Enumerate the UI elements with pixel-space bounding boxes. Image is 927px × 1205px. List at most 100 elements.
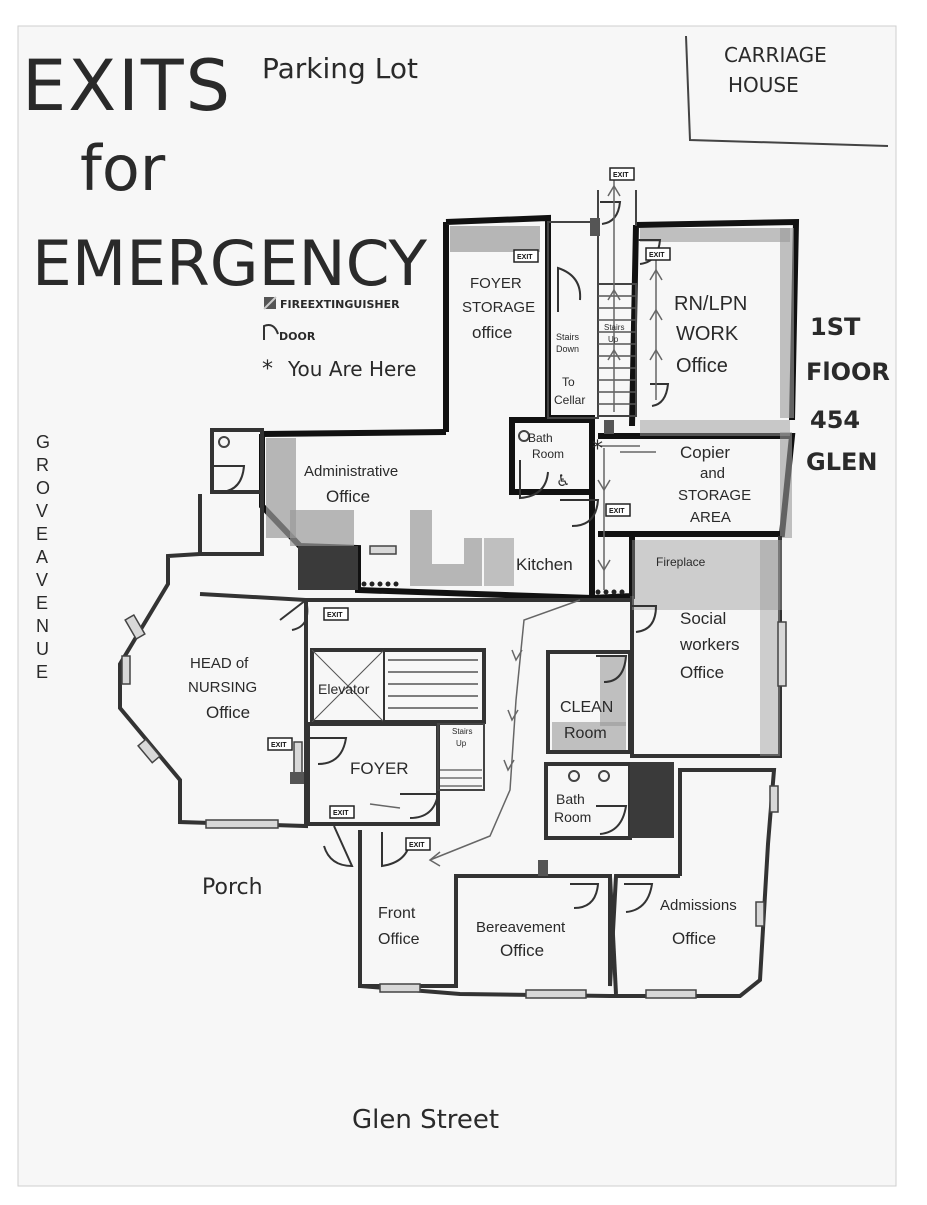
svg-text:A: A <box>36 547 48 567</box>
social-workers-label-1: Social <box>680 609 726 628</box>
svg-text:EXIT: EXIT <box>409 842 425 849</box>
svg-text:EXIT: EXIT <box>333 810 349 817</box>
clean-room-label-1: CLEAN <box>560 699 613 716</box>
svg-text:E: E <box>36 524 48 544</box>
svg-text:O: O <box>36 478 50 498</box>
svg-text:U: U <box>36 639 49 659</box>
title-line-1: EXITS <box>22 45 232 127</box>
svg-text:E: E <box>36 662 48 682</box>
bath-lower-label-1: Bath <box>556 791 585 807</box>
copier-label-3: STORAGE <box>678 487 751 504</box>
svg-text:EXIT: EXIT <box>609 508 625 515</box>
to-cellar-label-1: To <box>562 375 575 389</box>
svg-text:E: E <box>36 593 48 613</box>
room-labels: FOYER STORAGE office Stairs Down To Cell… <box>188 275 751 960</box>
you-are-here-marker: * <box>592 437 603 462</box>
fire-extinguishers <box>290 218 614 876</box>
stairs-up-lower-label-1: Stairs <box>452 727 472 736</box>
stairs-top <box>547 221 637 419</box>
parking-lot-label: Parking Lot <box>262 52 418 85</box>
svg-text:R: R <box>36 455 49 475</box>
floor-label-4: GLEN <box>806 448 877 476</box>
stairs-up-lower-label-2: Up <box>456 739 467 748</box>
head-nursing-label-1: HEAD of <box>190 655 249 672</box>
exit-sign: EXIT <box>513 249 539 263</box>
exit-sign: EXIT <box>405 837 431 851</box>
floor-label: 1ST FlOOR 454 GLEN <box>806 313 890 476</box>
plan-title: EXITS for EMERGENCY <box>22 45 427 300</box>
to-cellar-label-2: Cellar <box>554 393 585 407</box>
svg-text:G: G <box>36 432 50 452</box>
legend-here-label: You Are Here <box>287 357 416 381</box>
administrative-label-1: Administrative <box>304 463 398 480</box>
bath-top-label-1: Bath <box>528 431 553 445</box>
carriage-house-outline <box>685 35 889 147</box>
front-office-label-1: Front <box>378 905 416 922</box>
small-bath-left <box>210 428 264 494</box>
exit-sign: EXIT <box>329 805 355 819</box>
carriage-house-label-2: HOUSE <box>728 73 799 97</box>
title-line-2: for <box>80 132 166 205</box>
glen-street-label: Glen Street <box>352 1105 499 1135</box>
copier-label-4: AREA <box>690 509 731 526</box>
windows <box>121 545 787 999</box>
exit-sign: EXIT <box>609 167 635 181</box>
bath-top-label-2: Room <box>532 447 564 461</box>
legend-extinguisher-label: FIREEXTINGUISHER <box>280 298 400 311</box>
head-nursing-label-2: NURSING <box>188 679 257 696</box>
exit-route-arrows <box>369 180 663 867</box>
accessible-icon: ♿ <box>556 471 570 490</box>
door-icon <box>263 324 279 340</box>
svg-text:EXIT: EXIT <box>649 252 665 259</box>
bereavement-label-2: Office <box>500 941 544 960</box>
stairs-down-label-2: Down <box>556 344 579 354</box>
foyer-storage-label-2: STORAGE <box>462 299 535 316</box>
svg-text:EXIT: EXIT <box>613 172 629 179</box>
clean-room-label-2: Room <box>564 725 607 742</box>
legend-door-label: DOOR <box>279 330 316 343</box>
rn-lpn-label-3: Office <box>676 355 728 377</box>
legend: FIREEXTINGUISHER DOOR * You Are Here <box>262 296 416 382</box>
porch-label: Porch <box>202 875 263 900</box>
exit-sign: EXIT <box>645 247 671 261</box>
stairs-up-label-1: Stairs <box>604 323 624 332</box>
floor-label-3: 454 <box>810 406 860 434</box>
floor-label-2: FlOOR <box>806 358 890 386</box>
clean-room-wall <box>546 650 632 754</box>
asterisk-icon: * <box>262 357 273 382</box>
svg-text:V: V <box>36 570 48 590</box>
chimney-block-right <box>630 762 674 838</box>
foyer-label: FOYER <box>350 759 409 778</box>
bereavement-label-1: Bereavement <box>476 919 566 936</box>
bath-room-top-wall <box>509 417 595 495</box>
front-office-label-2: Office <box>378 931 420 948</box>
kitchen-label: Kitchen <box>516 555 573 574</box>
stairs-up-label-2: Up <box>608 335 619 344</box>
dotted-thresholds <box>361 581 625 595</box>
administrative-label-2: Office <box>326 487 370 506</box>
admissions-label-1: Admissions <box>660 897 737 914</box>
exit-sign: EXIT <box>605 503 631 517</box>
exit-sign: EXIT <box>267 737 293 751</box>
svg-text:V: V <box>36 501 48 521</box>
grove-avenue-label: G R O V E A V E N U E <box>36 432 50 682</box>
chimney-block-left <box>298 546 358 590</box>
exit-sign: EXIT <box>323 607 349 621</box>
foyer-storage-label-1: FOYER <box>470 275 522 292</box>
carriage-house: CARRIAGE HOUSE <box>685 35 889 147</box>
rn-lpn-label-1: RN/LPN <box>674 293 747 315</box>
title-line-3: EMERGENCY <box>32 227 427 300</box>
exit-signs: EXIT EXIT EXIT EXIT EXIT EXIT EXIT EXIT <box>267 167 671 851</box>
rn-lpn-label-2: WORK <box>676 323 739 345</box>
svg-text:EXIT: EXIT <box>271 742 287 749</box>
svg-text:N: N <box>36 616 49 636</box>
stairs-down-label-1: Stairs <box>556 332 580 342</box>
svg-text:EXIT: EXIT <box>517 254 533 261</box>
social-workers-label-2: workers <box>679 635 740 654</box>
carriage-house-label-1: CARRIAGE <box>724 43 827 67</box>
head-nursing-label-3: Office <box>206 703 250 722</box>
admissions-label-2: Office <box>672 929 716 948</box>
svg-text:EXIT: EXIT <box>327 612 343 619</box>
